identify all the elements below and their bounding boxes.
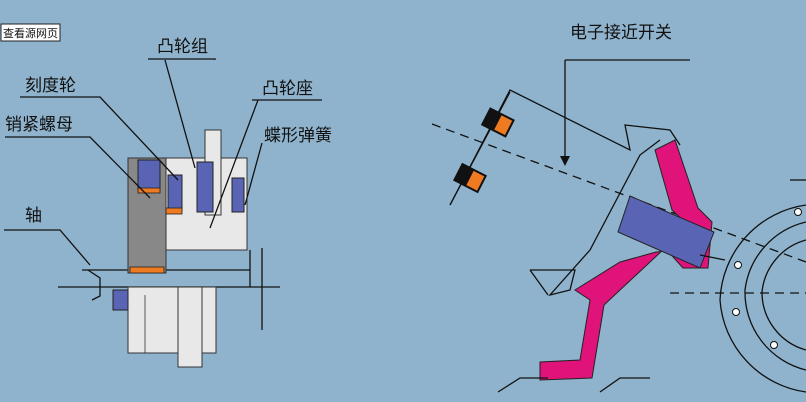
rotary-dial: [699, 179, 806, 393]
right-diagram: 电子接近开关: [431, 23, 806, 393]
switch-arrowhead: [560, 156, 570, 166]
housing-body: [530, 139, 661, 297]
cam-roller: [617, 195, 715, 269]
cam-shim: [165, 207, 183, 215]
lower-flange-1: [127, 286, 179, 354]
label-cam-group: 凸轮组: [157, 37, 208, 57]
cam-block-1: [167, 174, 183, 212]
proximity-sensor-1: [480, 107, 515, 138]
label-dial-wheel: 刻度轮: [25, 76, 76, 96]
dial-shim: [129, 266, 165, 274]
view-source-button[interactable]: 查看源网页: [0, 23, 61, 42]
label-cam-seat: 凸轮座: [262, 79, 313, 99]
label-proximity-switch: 电子接近开关: [570, 23, 672, 43]
switch-leader: [564, 59, 690, 158]
lock-nut: [137, 159, 161, 191]
view-source-label: 查看源网页: [3, 26, 58, 40]
dial-holes: [732, 208, 802, 349]
lower-collar: [112, 289, 129, 311]
left-diagram: 凸轮组 刻度轮 凸轮座 销紧螺母 蝶形弹簧 轴: [4, 37, 332, 368]
switch-bracket: [449, 89, 681, 206]
label-shaft: 轴: [25, 206, 42, 226]
label-lock-nut: 销紧螺母: [5, 115, 73, 135]
label-disc-spring: 蝶形弹簧: [264, 126, 332, 146]
cam-block-2: [196, 161, 214, 213]
lower-flange-3: [201, 286, 217, 354]
leader-lines: [4, 58, 322, 266]
proximity-sensor-2: [452, 162, 488, 194]
disc-spring: [231, 177, 245, 213]
lock-nut-washer: [137, 187, 161, 194]
lower-flange-2: [177, 286, 203, 368]
